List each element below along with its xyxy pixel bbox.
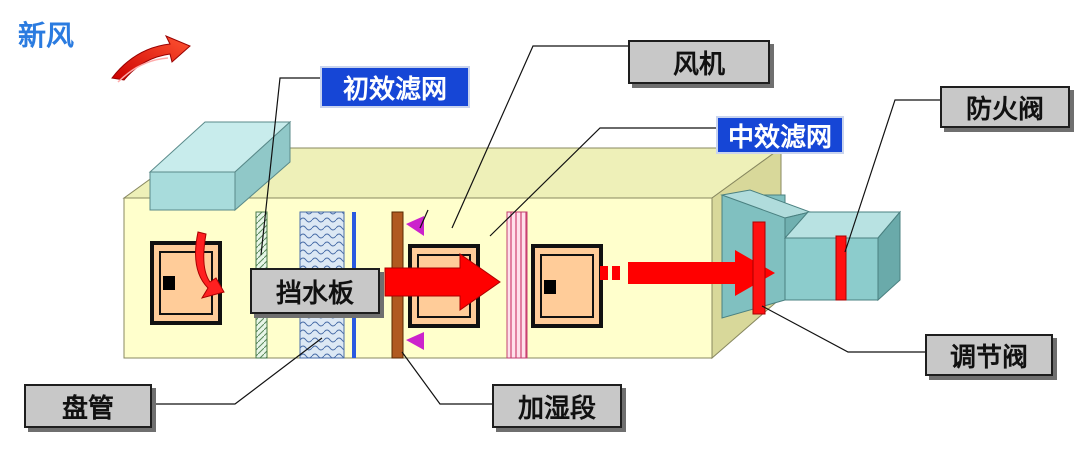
leader-nozzle-top xyxy=(419,209,429,229)
water-baffle-label: 挡水板 xyxy=(250,268,380,314)
leader-coil xyxy=(155,337,323,405)
outlet-flow-arrow xyxy=(600,250,775,296)
fire-damper-label: 防火阀 xyxy=(940,86,1070,128)
humidifier-nozzle-top xyxy=(406,216,424,236)
medium-filter-element xyxy=(506,211,528,359)
leader-lines xyxy=(155,45,940,405)
humidifier-label: 加湿段 xyxy=(492,384,622,428)
fire-damper-element xyxy=(835,235,847,301)
leader-primary-filter xyxy=(260,77,320,256)
leader-humidifier xyxy=(401,351,492,405)
regulating-valve-label: 调节阀 xyxy=(925,334,1053,376)
page-title: 新风 xyxy=(18,19,75,52)
regulating-valve-element xyxy=(752,221,766,315)
main-flow-arrow xyxy=(384,253,501,311)
leader-regulating-valve xyxy=(761,305,925,353)
medium-filter-label: 中效滤网 xyxy=(716,116,844,154)
intake-hood xyxy=(148,120,292,212)
outlet-box xyxy=(531,244,603,328)
leader-fire-damper xyxy=(844,99,940,253)
coil-label: 盘管 xyxy=(24,384,152,428)
fan-label: 风机 xyxy=(628,40,770,84)
inlet-flow-arrow xyxy=(195,231,225,299)
leader-fan xyxy=(451,45,628,229)
leader-medium-filter xyxy=(489,127,726,237)
primary-filter-label: 初效滤网 xyxy=(320,66,470,108)
fresh-air-arrow-icon xyxy=(111,35,191,83)
humidifier-nozzle-bottom xyxy=(406,332,424,350)
outlet-duct xyxy=(720,189,902,319)
